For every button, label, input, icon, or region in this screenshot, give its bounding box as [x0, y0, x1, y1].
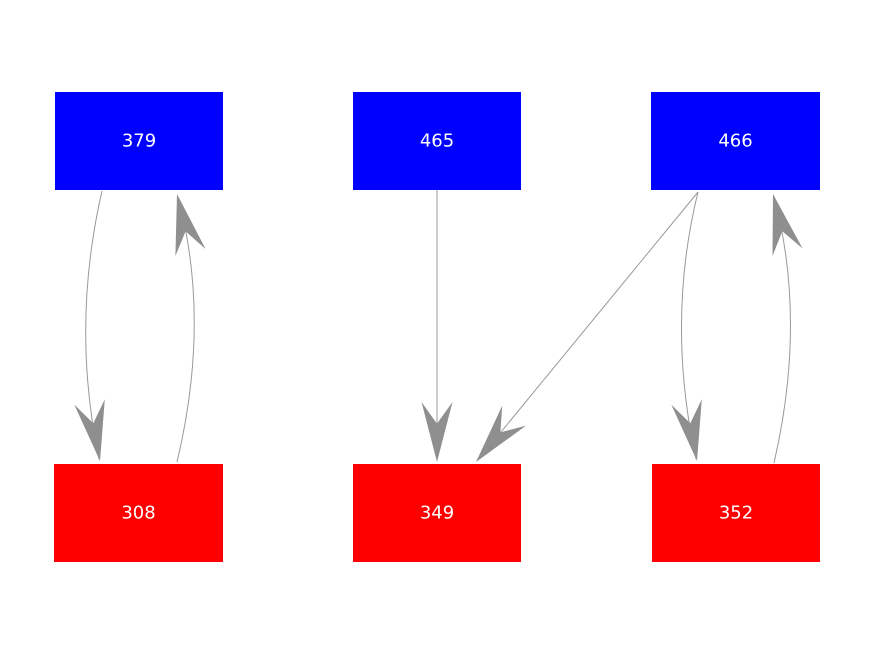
arrowhead-308-379 — [175, 194, 206, 256]
node-466 — [651, 92, 820, 190]
node-label-308: 308 — [121, 503, 155, 524]
arrowhead-352-466 — [772, 194, 803, 256]
node-352 — [652, 464, 820, 562]
arrowhead-466-349 — [476, 405, 527, 462]
node-379 — [55, 92, 223, 190]
node-label-349: 349 — [420, 503, 454, 524]
node-349 — [353, 464, 521, 562]
node-label-465: 465 — [420, 131, 454, 152]
node-label-352: 352 — [719, 503, 753, 524]
edge-466-349 — [477, 191, 699, 461]
arrowhead-379-308 — [74, 399, 105, 461]
arrowhead-466-352 — [671, 399, 702, 461]
node-label-466: 466 — [718, 131, 752, 152]
arrowhead-465-349 — [421, 402, 453, 462]
node-308 — [54, 464, 223, 562]
node-label-379: 379 — [122, 131, 156, 152]
node-465 — [353, 92, 521, 190]
